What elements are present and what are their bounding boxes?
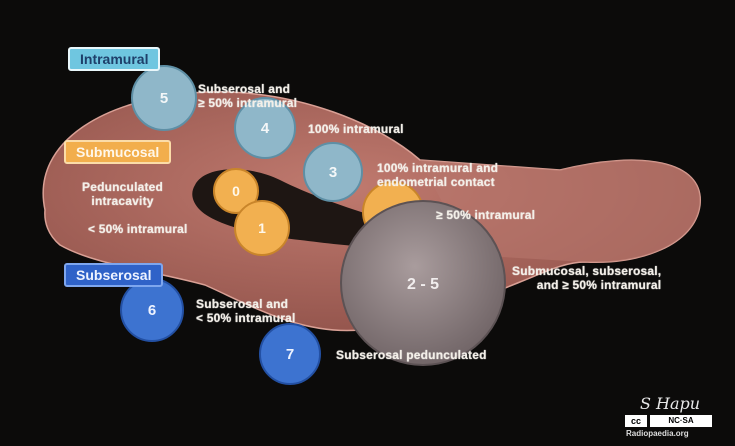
svg-text:3: 3 bbox=[329, 164, 337, 181]
label-6: Subserosal and < 50% intramural bbox=[196, 297, 296, 325]
svg-text:2 - 5: 2 - 5 bbox=[407, 276, 439, 293]
label-1: < 50% intramural bbox=[88, 222, 188, 236]
label-2-5: Submucosal, subserosal, and ≥ 50% intram… bbox=[512, 264, 661, 292]
tag-intramural: Intramural bbox=[68, 47, 160, 71]
node-3: 3 bbox=[304, 143, 362, 201]
node-2-5: 2 - 5 bbox=[341, 201, 505, 365]
label-5: Subserosal and ≥ 50% intramural bbox=[198, 82, 297, 110]
svg-text:7: 7 bbox=[286, 346, 294, 363]
node-1: 1 bbox=[235, 201, 289, 255]
signature: S Hapu bbox=[640, 394, 700, 413]
label-3: 100% intramural and endometrial contact bbox=[377, 161, 498, 189]
license-badge: NC·SA bbox=[650, 415, 712, 427]
label-2: ≥ 50% intramural bbox=[436, 208, 535, 222]
label-7: Subserosal pedunculated bbox=[336, 348, 487, 362]
svg-text:0: 0 bbox=[232, 183, 240, 199]
label-4: 100% intramural bbox=[308, 122, 404, 136]
tag-submucosal: Submucosal bbox=[64, 140, 171, 164]
svg-text:5: 5 bbox=[160, 90, 168, 107]
node-7: 7 bbox=[260, 324, 320, 384]
site-credit: Radiopaedia.org bbox=[626, 429, 689, 438]
tag-subserosal: Subserosal bbox=[64, 263, 163, 287]
svg-text:6: 6 bbox=[148, 302, 156, 319]
node-6: 6 bbox=[121, 279, 183, 341]
cc-badge: cc bbox=[625, 415, 647, 427]
label-0: Pedunculated intracavity bbox=[82, 180, 163, 208]
svg-text:4: 4 bbox=[261, 120, 270, 137]
node-5: 5 bbox=[132, 66, 196, 130]
svg-text:1: 1 bbox=[258, 220, 266, 236]
